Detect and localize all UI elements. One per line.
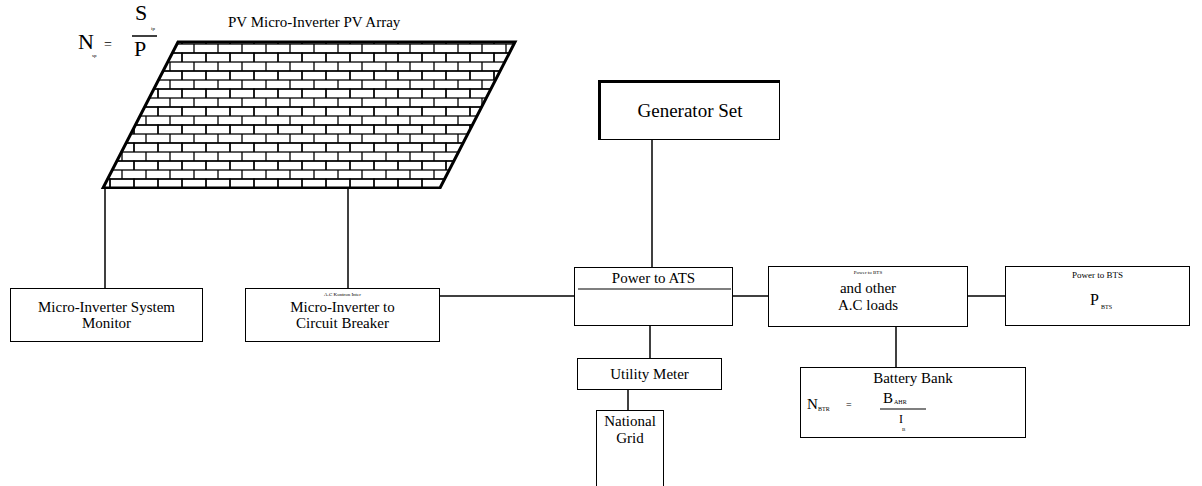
node-text: Battery Bank — [801, 370, 1025, 387]
node-text: BTR — [818, 406, 830, 413]
node-text: I — [899, 413, 903, 426]
node-text: PV Micro-Inverter PV Array — [228, 14, 400, 31]
node-text: BTS — [1101, 304, 1112, 311]
ats-underline — [578, 288, 731, 289]
node-text: AHR — [894, 399, 907, 406]
connector-line — [733, 295, 768, 297]
connector-line — [440, 295, 574, 297]
node-text: Generator Set — [638, 101, 743, 122]
pv-array: PV Micro-Inverter PV Array — [98, 8, 522, 189]
fraction-bar — [880, 408, 926, 409]
formula-symbol: S — [135, 1, 147, 25]
node-text: Power to BTS — [769, 270, 967, 276]
node-text: A.C Kontron Inter — [246, 292, 439, 298]
node-text: = — [846, 399, 852, 410]
node-text: Power to BTS — [1006, 271, 1189, 281]
generator-box: Generator Set — [598, 80, 780, 140]
node-text: Micro-Inverter to Circuit Breaker — [273, 299, 413, 332]
formula-symbol: P — [134, 37, 146, 61]
connector-line — [627, 390, 629, 410]
node-text: N — [807, 396, 818, 413]
pv-array-outline — [98, 8, 522, 189]
connector-line — [968, 295, 1005, 297]
node-text: Utility Meter — [610, 366, 689, 383]
connector-line — [347, 189, 349, 288]
node-text: National Grid — [601, 413, 659, 446]
connector-line — [651, 140, 653, 267]
process-box: Micro-Inverter System Monitor — [10, 288, 203, 342]
node-text: B — [883, 390, 893, 407]
meter-box: Utility Meter — [577, 358, 722, 390]
load-box: Power to BTS and other A.C loads — [768, 266, 968, 327]
ats-box: Power to ATS — [574, 267, 733, 326]
node-text: Power to ATS — [612, 270, 695, 287]
process-box: A.C Kontron InterMicro-Inverter to Circu… — [245, 288, 440, 342]
connector-line — [649, 326, 651, 358]
bts-box: Power to BTS PBTS — [1005, 266, 1190, 326]
grid-box: National Grid — [596, 410, 664, 486]
node-text: and other A.C loads — [829, 280, 907, 313]
formula-symbol: ip — [151, 26, 155, 32]
battery-box: Battery BankNBTR=BAHRIB — [800, 367, 1026, 438]
formula-symbol: = — [104, 37, 112, 52]
node-text: B — [902, 427, 905, 433]
node-text: Micro-Inverter System Monitor — [32, 299, 182, 332]
formula-symbol: sp — [92, 53, 96, 59]
node-text: P — [1090, 291, 1099, 309]
formula-symbol: N — [78, 30, 94, 54]
pv-array-shape — [103, 42, 515, 188]
connector-line — [895, 327, 897, 367]
connector-line — [104, 189, 106, 288]
